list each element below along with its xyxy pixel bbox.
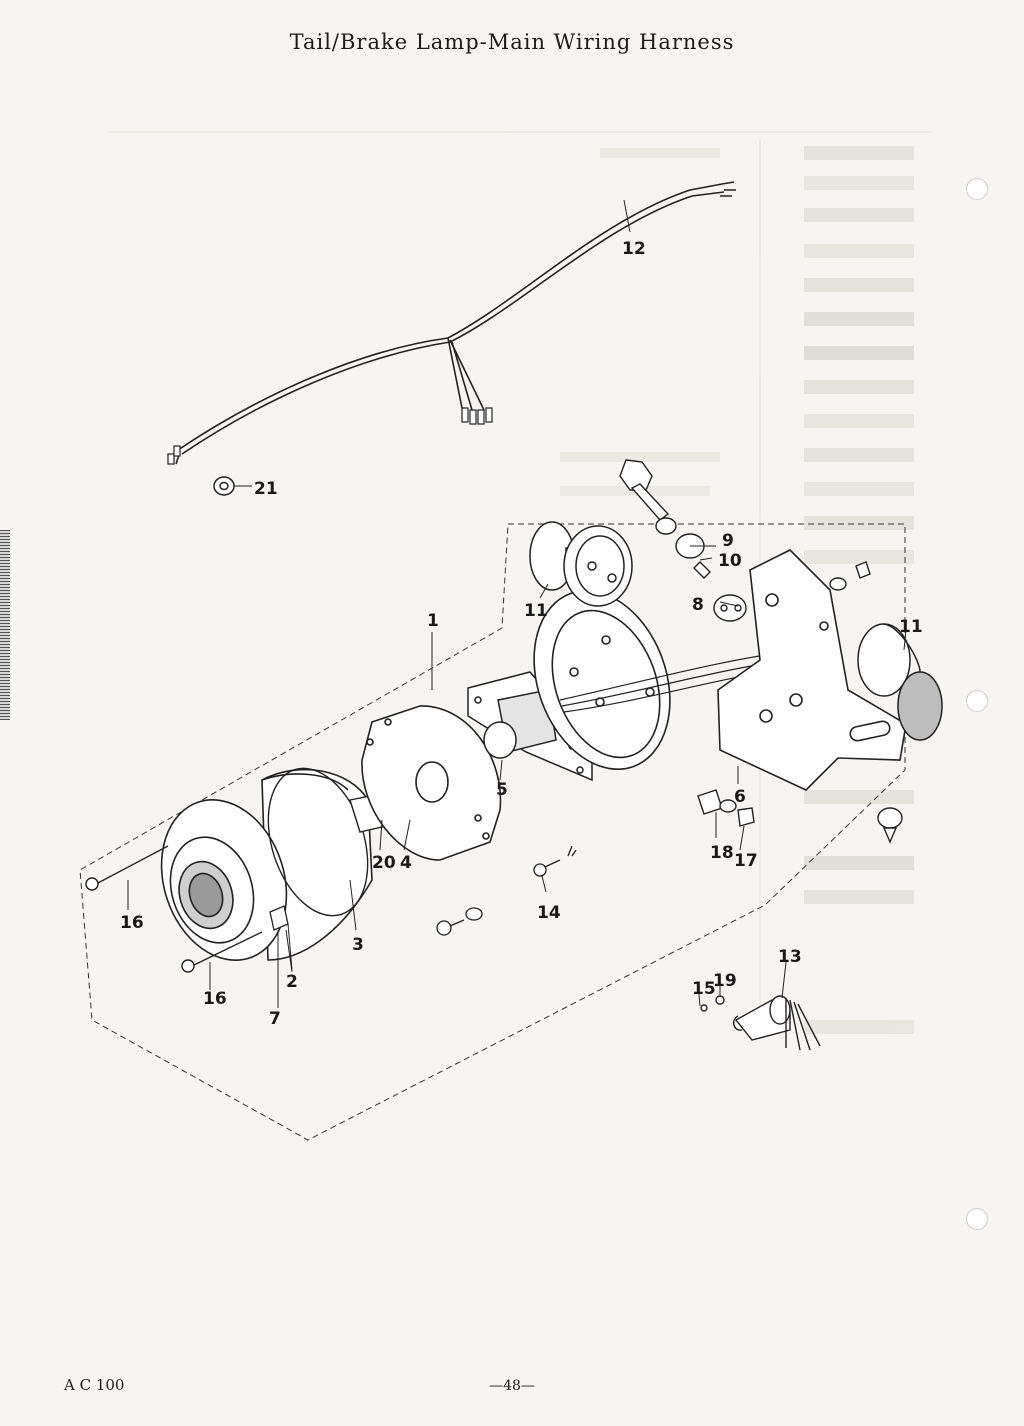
model-code: A C 100 xyxy=(64,1376,125,1394)
assembly-outline xyxy=(79,523,906,1141)
lamp-back-plate xyxy=(361,705,502,861)
callout-13: 13 xyxy=(778,947,802,967)
callout-19: 19 xyxy=(713,971,737,991)
callout-1: 1 xyxy=(427,611,439,631)
stop-lamp-switch xyxy=(700,995,821,1051)
callout-16-lower: 16 xyxy=(203,989,227,1009)
tail-lamp-bracket xyxy=(717,549,907,791)
callout-12: 12 xyxy=(622,239,646,259)
callout-8: 8 xyxy=(692,595,704,615)
binder-hole-middle xyxy=(966,690,988,712)
binding-strip xyxy=(0,530,10,720)
nut-and-washer xyxy=(697,561,871,827)
lamp-screws xyxy=(436,845,577,936)
callout-7: 7 xyxy=(269,1009,281,1029)
lens-clip xyxy=(269,905,293,1008)
grommet-part xyxy=(213,476,252,496)
leader-lines xyxy=(285,545,907,1007)
binder-hole-top xyxy=(966,178,988,200)
callout-3: 3 xyxy=(352,935,364,955)
binder-hole-bottom xyxy=(966,1208,988,1230)
harness-connector-ends xyxy=(167,407,493,465)
callout-11-right: 11 xyxy=(899,617,923,637)
socket-holder xyxy=(467,671,593,782)
main-wiring-harness xyxy=(171,181,736,465)
callout-15: 15 xyxy=(692,979,716,999)
callout-5: 5 xyxy=(496,780,508,800)
callout-17: 17 xyxy=(734,851,758,871)
page-number: —48— xyxy=(489,1378,535,1394)
callout-21: 21 xyxy=(254,479,278,499)
lens-bolts xyxy=(85,845,263,990)
callout-11-left: 11 xyxy=(524,601,548,621)
callout-20: 20 xyxy=(372,853,396,873)
bleed-through-table xyxy=(110,131,930,1034)
callout-14: 14 xyxy=(537,903,561,923)
reflector-right xyxy=(857,623,943,741)
callout-16-upper: 16 xyxy=(120,913,144,933)
lamp-housing xyxy=(533,590,671,770)
page-title: Tail/Brake Lamp-Main Wiring Harness xyxy=(289,30,735,54)
tail-lamp-lens-assembly xyxy=(160,768,373,961)
callout-6: 6 xyxy=(734,787,746,807)
bracket-bolt xyxy=(877,807,903,844)
callout-2: 2 xyxy=(286,972,298,992)
bolt-stack xyxy=(619,459,747,622)
callout-10: 10 xyxy=(718,551,742,571)
callout-9: 9 xyxy=(722,531,734,551)
callout-4: 4 xyxy=(400,853,412,873)
reflector-left xyxy=(529,521,633,607)
callout-18: 18 xyxy=(710,843,734,863)
